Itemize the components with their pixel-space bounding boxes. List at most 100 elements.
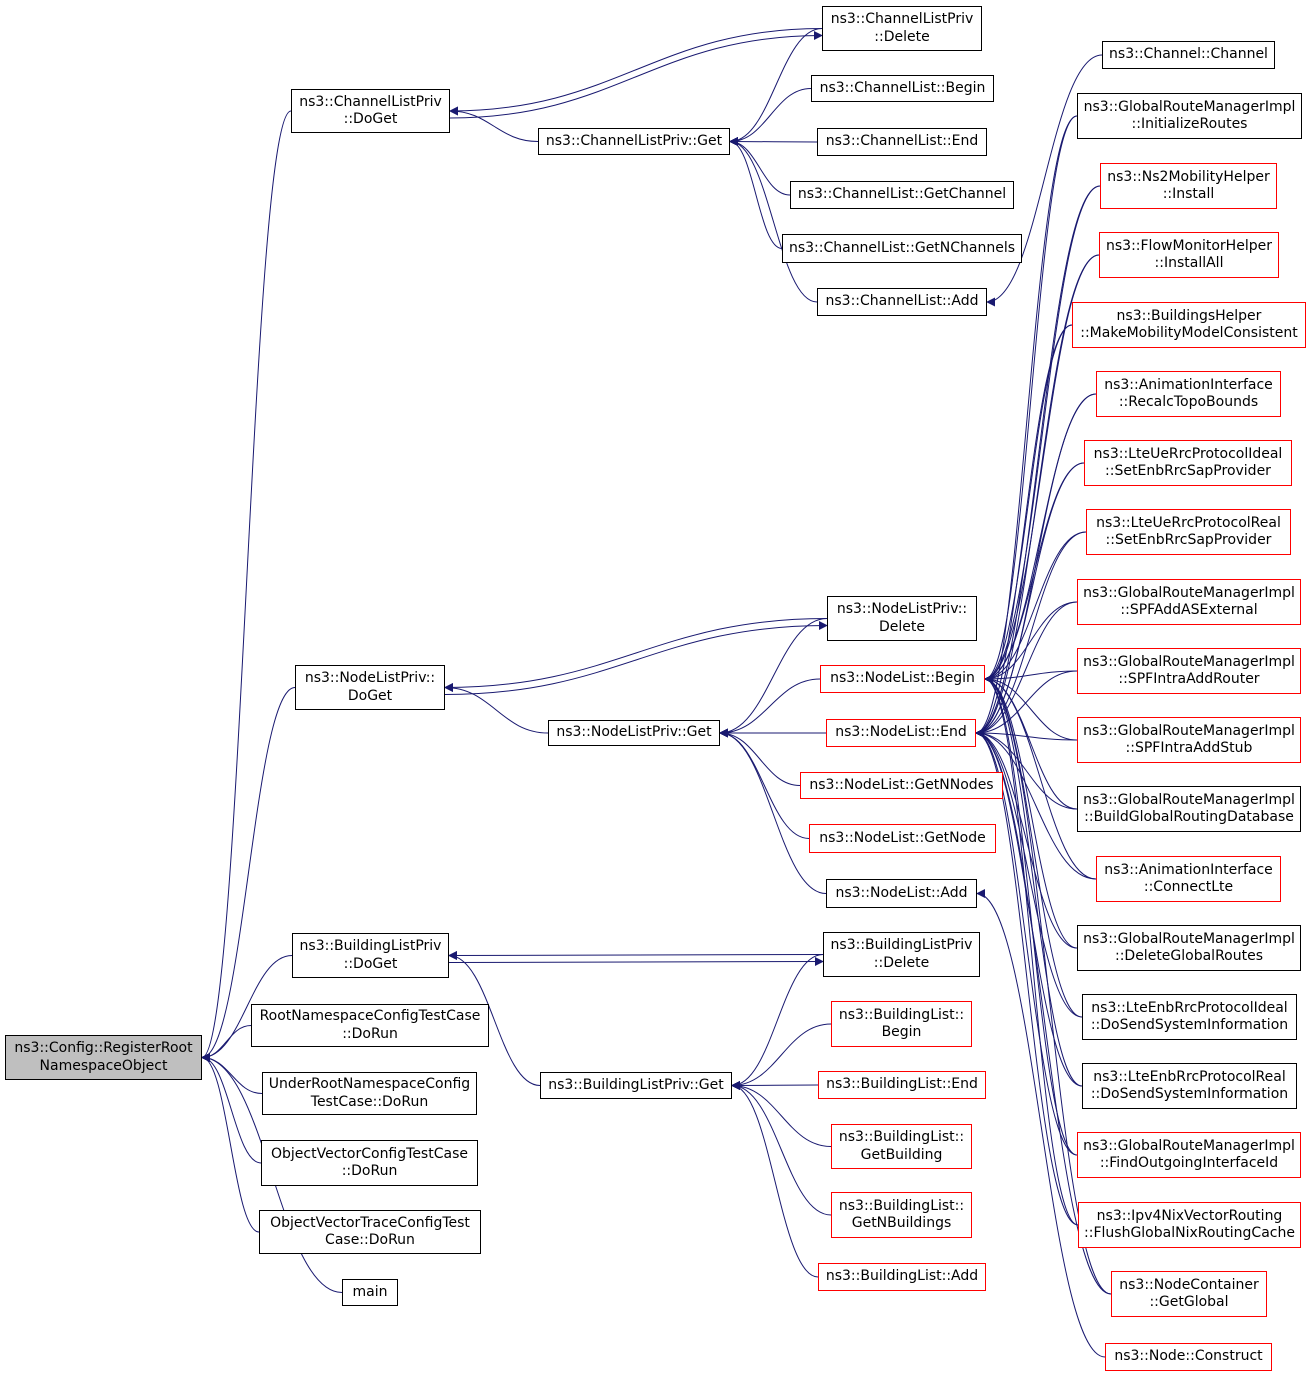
node-label-line: ObjectVectorTraceConfigTest [270, 1214, 470, 1231]
node-label-line: ns3::NodeList::GetNNodes [809, 776, 994, 793]
node-nlBegin[interactable]: ns3::NodeList::Begin [820, 665, 985, 693]
edge-nlpDoGet-to-nlpDelete [444, 621, 828, 695]
node-blGetN[interactable]: ns3::BuildingList::GetNBuildings [831, 1192, 972, 1238]
node-label-line: ns3::ChannelList::Begin [819, 79, 986, 96]
node-bhMake[interactable]: ns3::BuildingsHelper::MakeMobilityModelC… [1072, 302, 1306, 348]
node-label-line: ns3::NodeList::End [835, 724, 967, 741]
edge-grmSPFStub-to-nlEnd [975, 728, 1078, 741]
edge-nlpDelete-to-nlpDoGet [444, 618, 828, 692]
node-nixFlush[interactable]: ns3::Ipv4NixVectorRouting::FlushGlobalNi… [1078, 1202, 1301, 1248]
edge-nlBegin-to-nlpGet [719, 678, 821, 738]
edge-blGetN-to-blpGet [731, 1081, 832, 1216]
node-label-line: ns3::GlobalRouteManagerImpl [1083, 791, 1295, 808]
node-label-line: ns3::FlowMonitorHelper [1106, 237, 1272, 254]
node-label-line: ::DeleteGlobalRoutes [1114, 948, 1264, 964]
node-blpDoGet[interactable]: ns3::BuildingListPriv::DoGet [292, 933, 449, 978]
edge-blpDoGet-to-blpDelete [448, 957, 824, 967]
edge-blpDelete-to-blpDoGet [448, 950, 824, 960]
edge-chlGetN-to-chlpGet [729, 137, 783, 249]
node-label-line: ns3::Ipv4NixVectorRouting [1096, 1207, 1283, 1224]
node-label-line: GetNBuildings [851, 1215, 952, 1231]
edge-lteRealSet-to-nlEnd [975, 531, 1087, 738]
edge-ncGetGlobal-to-nlBegin [984, 674, 1112, 1295]
node-nlGetNode[interactable]: ns3::NodeList::GetNode [809, 824, 996, 853]
node-label-line: ns3::BuildingListPriv [299, 938, 442, 954]
node-chlEnd[interactable]: ns3::ChannelList::End [817, 128, 987, 156]
node-lteRealSet[interactable]: ns3::LteUeRrcProtocolReal::SetEnbRrcSapP… [1086, 509, 1291, 555]
node-chlGetN[interactable]: ns3::ChannelList::GetNChannels [782, 234, 1022, 263]
node-label-line: ns3::Ns2MobilityHelper [1107, 168, 1270, 185]
node-label-line: ns3::NodeListPriv:: [836, 601, 968, 617]
edge-bhMake-to-nlBegin [984, 324, 1073, 684]
node-enbReal[interactable]: ns3::LteEnbRrcProtocolReal::DoSendSystem… [1082, 1063, 1297, 1109]
node-chlBegin[interactable]: ns3::ChannelList::Begin [811, 75, 994, 102]
edge-blEnd-to-blpGet [731, 1080, 819, 1090]
node-nlpDelete[interactable]: ns3::NodeListPriv::Delete [827, 596, 977, 641]
node-chlpDoGet[interactable]: ns3::ChannelListPriv::DoGet [291, 89, 450, 133]
node-nlpDoGet[interactable]: ns3::NodeListPriv::DoGet [295, 665, 445, 710]
node-chlpGet[interactable]: ns3::ChannelListPriv::Get [538, 128, 730, 155]
edge-chlpDoGet-to-root [201, 110, 292, 1062]
node-blGetBuilding[interactable]: ns3::BuildingList::GetBuilding [831, 1124, 972, 1169]
node-aiRecalc[interactable]: ns3::AnimationInterface::RecalcTopoBound… [1096, 371, 1281, 417]
node-label-line: ::InitializeRoutes [1131, 116, 1248, 132]
node-label-line: ns3::NodeList::GetNode [819, 829, 986, 846]
edge-grmSPFRouter-to-nlBegin [984, 670, 1078, 684]
node-grmSPFStub[interactable]: ns3::GlobalRouteManagerImpl::SPFIntraAdd… [1077, 717, 1301, 763]
node-label-line: ns3::AnimationInterface [1104, 861, 1273, 878]
node-blpGet[interactable]: ns3::BuildingListPriv::Get [540, 1072, 732, 1099]
edge-blAdd-to-blpGet [731, 1081, 819, 1278]
edge-grmInit-to-nlBegin [984, 115, 1078, 684]
node-ncGetGlobal[interactable]: ns3::NodeContainer::GetGlobal [1111, 1271, 1267, 1317]
node-label-line: ns3::ChannelList::GetChannel [797, 186, 1007, 203]
edge-grmInit-to-nlEnd [975, 115, 1078, 738]
node-chlpDelete[interactable]: ns3::ChannelListPriv::Delete [822, 6, 982, 51]
node-grmFind[interactable]: ns3::GlobalRouteManagerImpl::FindOutgoin… [1077, 1132, 1301, 1178]
node-label-line: ns3::ChannelList::GetNChannels [788, 239, 1016, 256]
node-ns2Install[interactable]: ns3::Ns2MobilityHelper::Install [1100, 163, 1277, 209]
node-label-line: ns3::GlobalRouteManagerImpl [1083, 98, 1296, 115]
edge-nixFlush-to-nlEnd [975, 728, 1079, 1226]
node-nlEnd[interactable]: ns3::NodeList::End [826, 719, 976, 747]
node-label-line: ::GetGlobal [1149, 1294, 1229, 1310]
node-nlGetN[interactable]: ns3::NodeList::GetNNodes [800, 772, 1003, 799]
node-label-line: Begin [881, 1024, 922, 1040]
edge-chlEnd-to-chlpGet [729, 137, 818, 147]
node-lteIdealSet[interactable]: ns3::LteUeRrcProtocolIdeal::SetEnbRrcSap… [1084, 440, 1292, 486]
node-main[interactable]: main [342, 1279, 398, 1306]
node-grmInit[interactable]: ns3::GlobalRouteManagerImpl::InitializeR… [1077, 93, 1302, 139]
node-label-line: Case::DoRun [325, 1232, 415, 1248]
node-nodeConstruct[interactable]: ns3::Node::Construct [1105, 1343, 1272, 1371]
node-label-line: ns3::ChannelListPriv [299, 93, 442, 110]
node-label-line: ::SPFIntraAddStub [1125, 740, 1253, 756]
node-chChannel[interactable]: ns3::Channel::Channel [1102, 41, 1275, 69]
node-label-line: ::RecalcTopoBounds [1118, 394, 1259, 410]
edge-chlpDoGet-to-chlpDelete [449, 31, 823, 119]
node-label-line: ::DoRun [341, 1163, 398, 1179]
node-grmBuild[interactable]: ns3::GlobalRouteManagerImpl::BuildGlobal… [1077, 786, 1301, 832]
node-grmSPFRouter[interactable]: ns3::GlobalRouteManagerImpl::SPFIntraAdd… [1077, 648, 1301, 694]
node-label-line: ns3::LteUeRrcProtocolReal [1096, 514, 1281, 531]
node-label-line: ::MakeMobilityModelConsistent [1080, 325, 1298, 341]
node-ovcTC[interactable]: ObjectVectorConfigTestCase::DoRun [261, 1140, 478, 1186]
node-nlpGet[interactable]: ns3::NodeListPriv::Get [548, 720, 720, 746]
node-grmSPFExt[interactable]: ns3::GlobalRouteManagerImpl::SPFAddASExt… [1077, 579, 1301, 625]
node-nlAdd[interactable]: ns3::NodeList::Add [826, 879, 977, 908]
node-blEnd[interactable]: ns3::BuildingList::End [818, 1071, 986, 1099]
node-fmInstallAll[interactable]: ns3::FlowMonitorHelper::InstallAll [1099, 232, 1279, 278]
node-chlGetChannel[interactable]: ns3::ChannelList::GetChannel [790, 181, 1014, 209]
node-blBegin[interactable]: ns3::BuildingList::Begin [831, 1001, 972, 1047]
node-enbIdeal[interactable]: ns3::LteEnbRrcProtocolIdeal::DoSendSyste… [1082, 994, 1297, 1040]
node-label-line: ns3::BuildingList:: [838, 1006, 965, 1023]
node-chlAdd[interactable]: ns3::ChannelList::Add [817, 288, 987, 316]
edge-grmSPFExt-to-nlEnd [975, 601, 1078, 738]
node-blAdd[interactable]: ns3::BuildingList::Add [818, 1263, 986, 1291]
node-aiConnect[interactable]: ns3::AnimationInterface::ConnectLte [1096, 856, 1281, 902]
node-rootTC[interactable]: RootNamespaceConfigTestCase::DoRun [251, 1004, 489, 1047]
node-grmDelete[interactable]: ns3::GlobalRouteManagerImpl::DeleteGloba… [1077, 925, 1301, 971]
node-blpDelete[interactable]: ns3::BuildingListPriv::Delete [823, 932, 980, 977]
